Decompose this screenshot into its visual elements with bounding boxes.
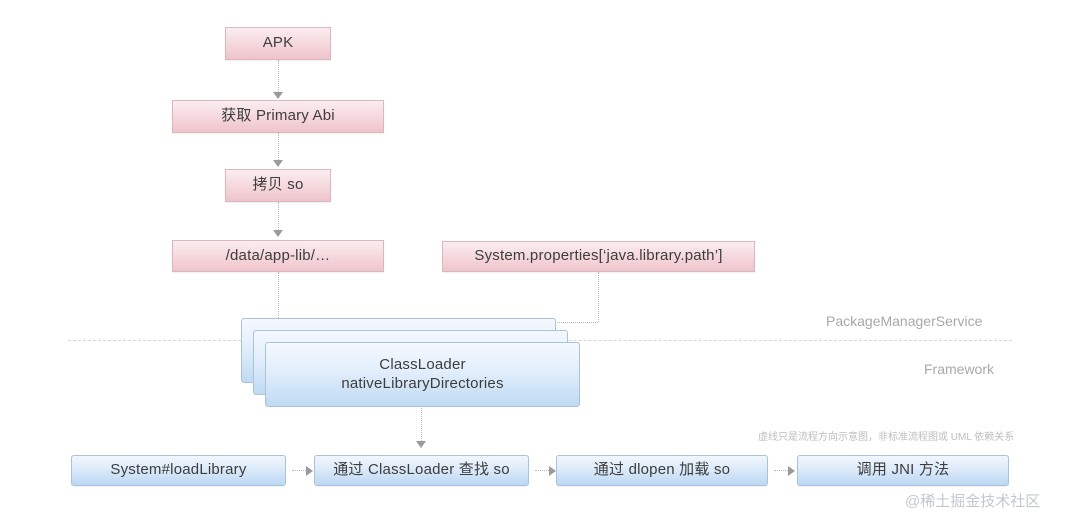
classloader-subtitle: nativeLibraryDirectories — [341, 374, 504, 392]
connector-load-library-to-find-so — [292, 470, 308, 471]
arrowhead-find-so-to-dlopen — [549, 466, 556, 476]
layer-label-framework: Framework — [924, 361, 995, 377]
connector-find-so-to-dlopen — [535, 470, 551, 471]
node-system-load-library[interactable]: System#loadLibrary — [71, 455, 286, 486]
diagram-note: 虚线只是流程方向示意图，非标准流程图或 UML 依赖关系 — [758, 432, 1015, 443]
node-dlopen-load-so[interactable]: 通过 dlopen 加载 so — [556, 455, 768, 486]
node-data-app-lib[interactable]: /data/app-lib/… — [172, 240, 384, 272]
arrowhead-copy-so-to-data-app-lib — [273, 230, 283, 237]
arrowhead-load-library-to-find-so — [306, 466, 313, 476]
connector-data-app-lib-down — [278, 272, 279, 322]
arrowhead-apk-to-primary-abi — [273, 92, 283, 99]
watermark: @稀土掘金技术社区 — [905, 493, 1041, 510]
layer-label-package-manager-service: PackageManagerService — [826, 313, 983, 329]
node-get-primary-abi[interactable]: 获取 Primary Abi — [172, 100, 384, 133]
classloader-stack: ClassLoader nativeLibraryDirectories — [241, 318, 581, 408]
connector-classloader-to-find-so — [421, 405, 422, 447]
arrowhead-dlopen-to-call-jni — [788, 466, 795, 476]
connector-copy-so-to-data-app-lib — [278, 202, 279, 236]
connector-java-library-path-to-classloader — [540, 322, 598, 323]
node-apk[interactable]: APK — [225, 27, 331, 60]
connector-java-library-path-down — [598, 272, 599, 322]
connector-primary-abi-to-copy-so — [278, 133, 279, 166]
node-find-so-via-classloader[interactable]: 通过 ClassLoader 查找 so — [314, 455, 529, 486]
node-java-library-path[interactable]: System.properties[‘java.library.path’] — [442, 241, 755, 272]
classloader-title: ClassLoader — [379, 355, 466, 373]
connector-apk-to-primary-abi — [278, 60, 279, 98]
arrowhead-classloader-to-find-so — [416, 441, 426, 448]
arrowhead-primary-abi-to-copy-so — [273, 160, 283, 167]
connector-dlopen-to-call-jni — [774, 470, 790, 471]
node-call-jni-method[interactable]: 调用 JNI 方法 — [797, 455, 1009, 486]
node-copy-so[interactable]: 拷贝 so — [225, 169, 331, 202]
classloader-stack-front-card[interactable]: ClassLoader nativeLibraryDirectories — [265, 342, 580, 407]
